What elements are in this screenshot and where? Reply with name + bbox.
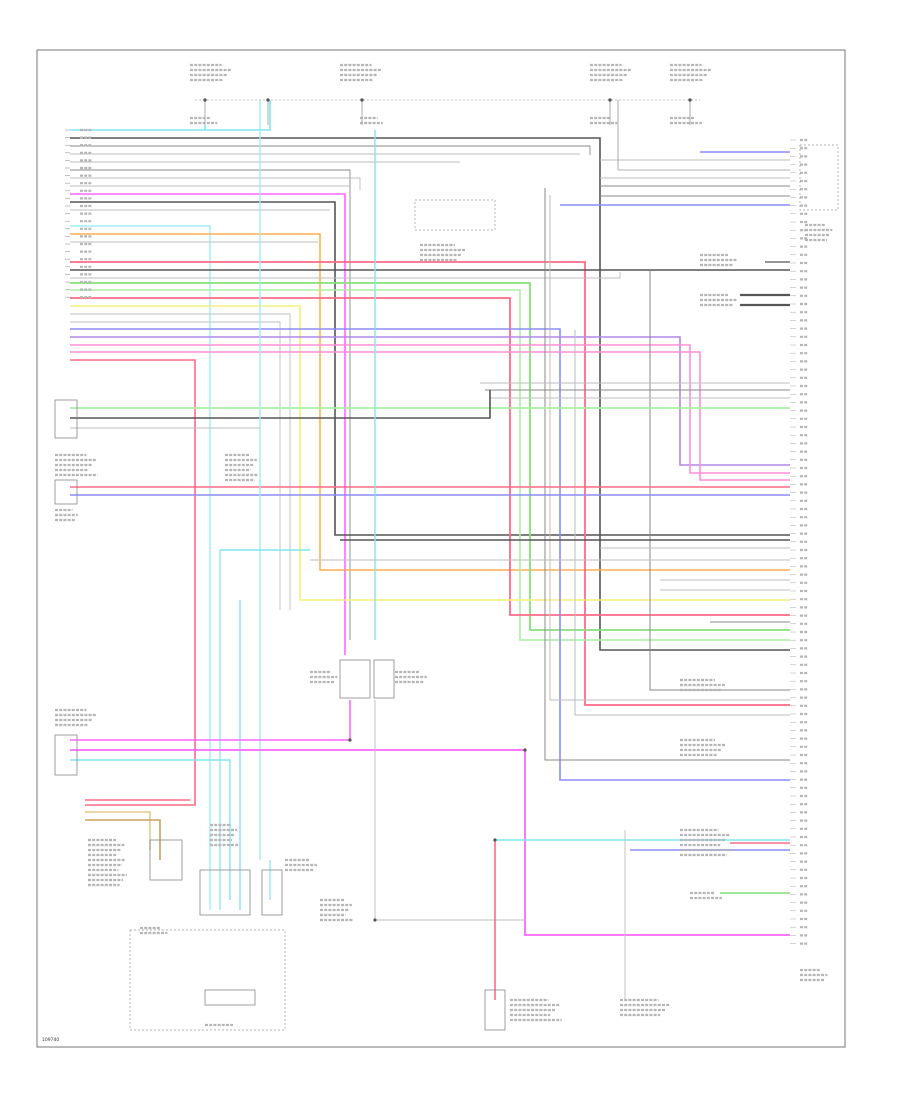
wire-24 [70,328,790,781]
splice-dot [523,748,527,752]
power-source-label [340,63,381,82]
wire-1 [70,100,271,131]
splice-dot [266,98,270,102]
component-label [620,998,671,1017]
sensor-label [680,678,726,692]
sensor-label [680,828,732,857]
speedometer-assembly [129,929,286,1031]
sensor-label [700,253,737,267]
component-label [55,508,78,522]
illegible-label [190,116,218,125]
power-source-label [670,63,711,82]
wire-32 [574,330,790,716]
speedometer-gauge [204,989,256,1006]
left-connector-c [54,734,78,776]
wire-64 [70,759,231,900]
component-label [420,243,466,262]
illegible-label [670,116,702,125]
connector-block-b [261,869,283,916]
wire-6 [70,169,351,640]
relay-box [799,144,839,211]
power-source-label [590,63,631,82]
component-label [395,670,427,684]
wire-12 [70,225,211,910]
wire-13 [70,233,790,571]
wire-18 [70,282,790,631]
component-label [140,926,168,935]
ecm-label [800,968,828,982]
splice-dot [348,738,352,742]
wire-23 [70,321,281,610]
wire-2 [70,137,790,651]
diagram-frame [36,49,846,1048]
component-label [55,453,98,477]
splice-dot [493,838,497,842]
sensor-label [700,293,737,307]
component-label [285,858,317,872]
wire-10 [70,201,790,536]
component-label [320,898,353,922]
sensor-label [690,891,722,900]
splice-dot [608,98,612,102]
wire-21 [70,305,790,601]
wire-66 [85,819,161,860]
wire-9 [70,193,346,655]
wire-22 [70,313,291,610]
wire-29 [549,195,790,701]
illegible-label [590,116,618,125]
sensor-label [680,738,726,757]
footer-code: 109740 [42,1037,59,1043]
wire-30 [544,188,790,761]
left-connector-b [54,479,78,505]
component-label [225,453,258,482]
component-label [210,823,239,847]
wire-33 [649,270,790,691]
wire-63 [70,749,790,936]
wire-46 [70,390,491,419]
switch-group [414,199,496,231]
component-label [55,708,96,727]
wire-17 [70,272,621,279]
relay-label [805,223,833,242]
splice-dot [373,918,377,922]
wire-19 [70,289,790,641]
wire-26 [70,344,790,474]
wire-69 [374,700,525,921]
splice-dot [688,98,692,102]
wire-15 [70,261,790,706]
relay-a [339,659,371,699]
wire-27 [70,351,790,481]
wire-25 [70,336,790,466]
wire-3 [70,145,591,155]
splice-dot [203,98,207,102]
component-label [88,838,127,887]
component-label [310,670,338,684]
component-label [510,998,562,1022]
relay-b [373,659,395,699]
left-connector-a [54,399,78,439]
wire-65 [85,811,151,850]
illegible-label [360,116,383,125]
ground-component [484,989,506,1031]
splice-dot [360,98,364,102]
wire-7 [70,177,361,190]
power-source-label [190,63,231,82]
connector-block-a [199,869,251,916]
switch-component [149,839,183,881]
wire-28 [70,359,196,806]
